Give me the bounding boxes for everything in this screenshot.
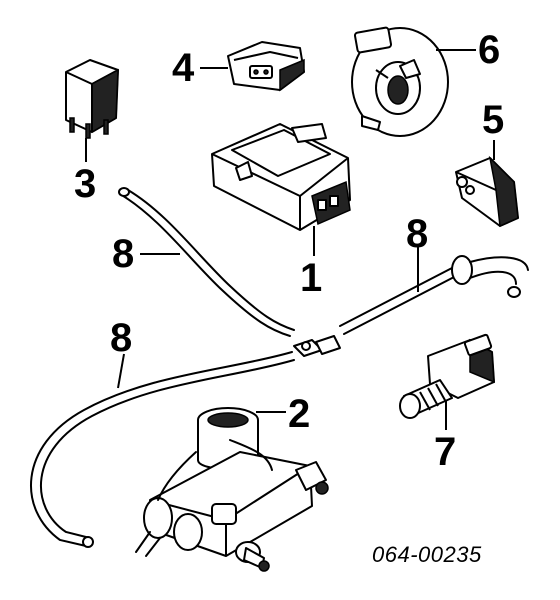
callout-2: 2 <box>288 392 311 436</box>
callout-8a: 8 <box>112 232 135 276</box>
callout-5: 5 <box>482 98 505 142</box>
callout-6: 6 <box>478 28 501 72</box>
callout-8b: 8 <box>406 212 429 256</box>
callout-1: 1 <box>300 256 323 300</box>
sensor-part-5 <box>455 155 519 228</box>
pump-part-2 <box>135 407 329 572</box>
hose-tee-fitting <box>293 335 341 357</box>
hose-part-8a <box>118 187 295 337</box>
relay-part-3 <box>65 59 119 139</box>
callout-4: 4 <box>172 46 195 90</box>
vacuum-switch-part-7 <box>399 333 495 419</box>
control-module-part-1 <box>211 123 351 231</box>
callout-7: 7 <box>434 430 457 474</box>
sensor-part-4 <box>227 41 305 92</box>
hose-part-8b <box>339 255 529 335</box>
reference-code: 064-00235 <box>372 542 482 567</box>
leader-8c <box>117 353 125 389</box>
callout-3: 3 <box>74 162 97 206</box>
callout-8c: 8 <box>110 316 133 360</box>
hose-part-8c <box>30 351 295 548</box>
clockspring-part-6 <box>351 26 449 137</box>
